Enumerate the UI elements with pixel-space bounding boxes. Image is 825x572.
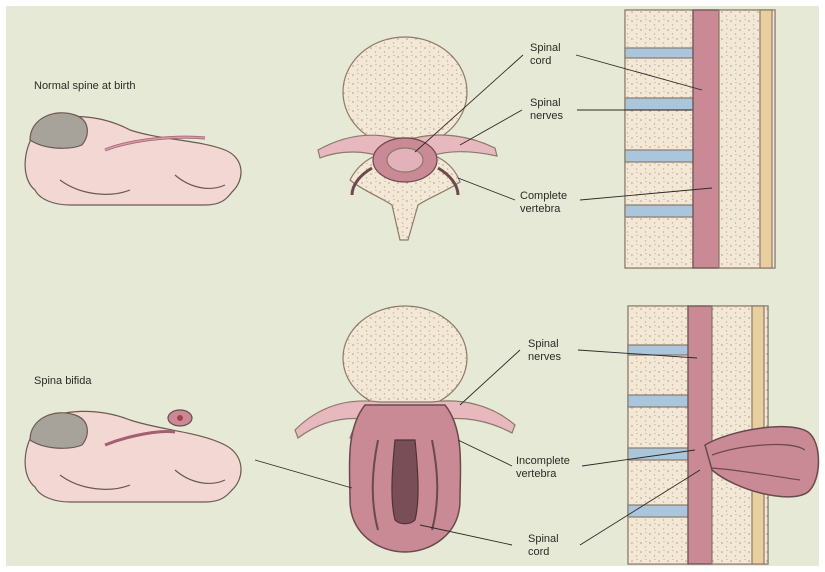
label-line: Spinal: [530, 42, 561, 55]
label-spinal-cord-bottom: Spinal cord: [528, 533, 559, 559]
label-line: vertebra: [516, 468, 570, 481]
caption-normal-spine: Normal spine at birth: [34, 80, 136, 93]
label-line: Spinal: [528, 533, 559, 546]
label-line: cord: [530, 55, 561, 68]
label-line: nerves: [530, 110, 563, 123]
label-spinal-nerves-bottom: Spinal nerves: [528, 338, 561, 364]
label-spinal-nerves-top: Spinal nerves: [530, 97, 563, 123]
label-line: Complete: [520, 190, 567, 203]
label-line: nerves: [528, 351, 561, 364]
label-incomplete-vertebra: Incomplete vertebra: [516, 455, 570, 481]
label-line: vertebra: [520, 203, 567, 216]
label-line: Spinal: [530, 97, 563, 110]
label-line: Incomplete: [516, 455, 570, 468]
label-spinal-cord-top: Spinal cord: [530, 42, 561, 68]
label-line: Spinal: [528, 338, 561, 351]
label-line: cord: [528, 546, 559, 559]
spine-sagittal-normal: [625, 10, 775, 268]
caption-spina-bifida: Spina bifida: [34, 375, 92, 388]
label-complete-vertebra: Complete vertebra: [520, 190, 567, 216]
